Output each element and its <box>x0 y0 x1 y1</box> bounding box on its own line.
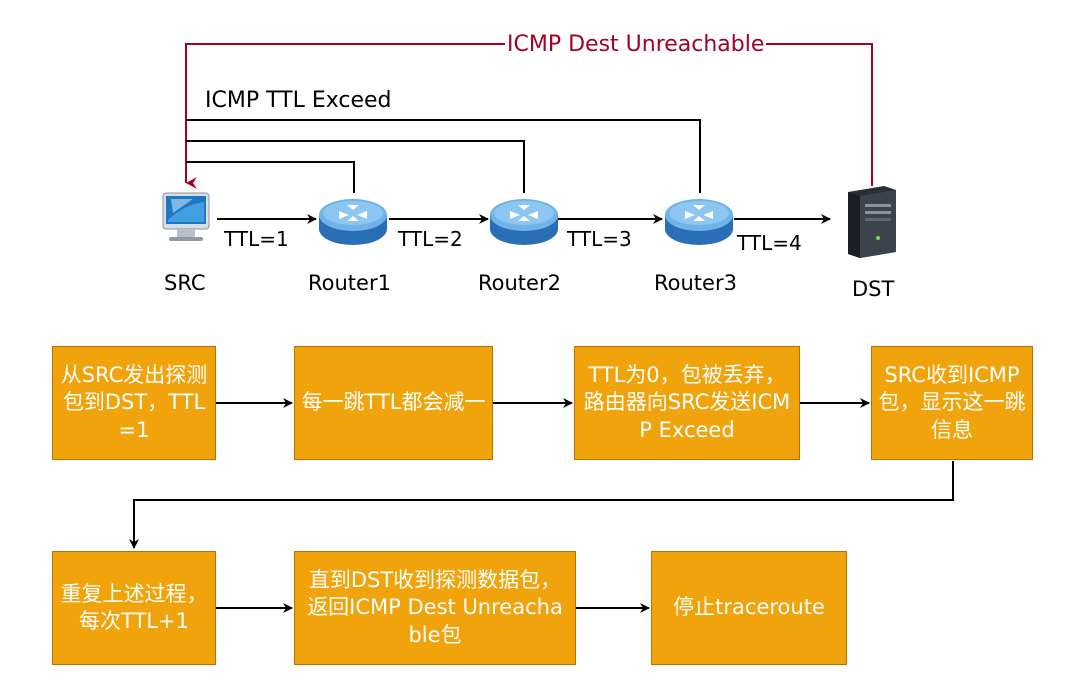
router-icon <box>319 199 387 245</box>
ttl-exceed-line-router3 <box>186 119 701 193</box>
flow-step-text: TTL为0，包被丢弃，路由器向SRC发送ICMP Exceed <box>583 363 791 442</box>
dest-unreachable-line <box>185 43 873 189</box>
desktop-computer-icon <box>162 192 210 241</box>
flow-step-text: SRC收到ICMP包，显示这一跳信息 <box>878 363 1026 442</box>
router2-label: Router2 <box>478 271 561 295</box>
flow-step-ttl-decrement: 每一跳TTL都会减一 <box>294 346 493 460</box>
ttl-exceed-line-router2 <box>186 140 525 193</box>
flow-step-stop: 停止traceroute <box>651 551 847 665</box>
router-icon <box>490 199 558 245</box>
flow-arrow-4-5 <box>129 461 954 549</box>
router1-label: Router1 <box>308 271 391 295</box>
ttl1-label: TTL=1 <box>224 227 289 251</box>
dst-label: DST <box>852 277 895 301</box>
flow-step-packet-dropped: TTL为0，包被丢弃，路由器向SRC发送ICMP Exceed <box>574 346 800 460</box>
router3-label: Router3 <box>654 271 737 295</box>
flow-step-repeat: 重复上述过程，每次TTL+1 <box>52 551 216 665</box>
dest-unreachable-label: ICMP Dest Unreachable <box>505 32 767 57</box>
flow-step-text: 停止traceroute <box>673 595 825 620</box>
flow-step-dest-reached: 直到DST收到探测数据包，返回ICMP Dest Unreachable包 <box>294 551 576 665</box>
ttl-exceed-line-router1 <box>186 161 355 193</box>
ttl4-label: TTL=4 <box>737 231 802 255</box>
ttl-exceed-label: ICMP TTL Exceed <box>205 88 392 113</box>
ttl3-label: TTL=3 <box>567 227 632 251</box>
flow-step-text: 每一跳TTL都会减一 <box>301 390 486 415</box>
flow-step-send-probe: 从SRC发出探测包到DST，TTL=1 <box>52 346 216 460</box>
flow-step-text: 重复上述过程，每次TTL+1 <box>60 581 208 633</box>
flow-step-text: 从SRC发出探测包到DST，TTL=1 <box>60 363 208 442</box>
flow-step-show-hop: SRC收到ICMP包，显示这一跳信息 <box>871 346 1033 460</box>
src-label: SRC <box>164 271 206 295</box>
ttl2-label: TTL=2 <box>398 227 463 251</box>
flow-step-text: 直到DST收到探测数据包，返回ICMP Dest Unreachable包 <box>307 568 563 647</box>
server-tower-icon <box>848 186 896 258</box>
router-icon <box>665 199 733 245</box>
